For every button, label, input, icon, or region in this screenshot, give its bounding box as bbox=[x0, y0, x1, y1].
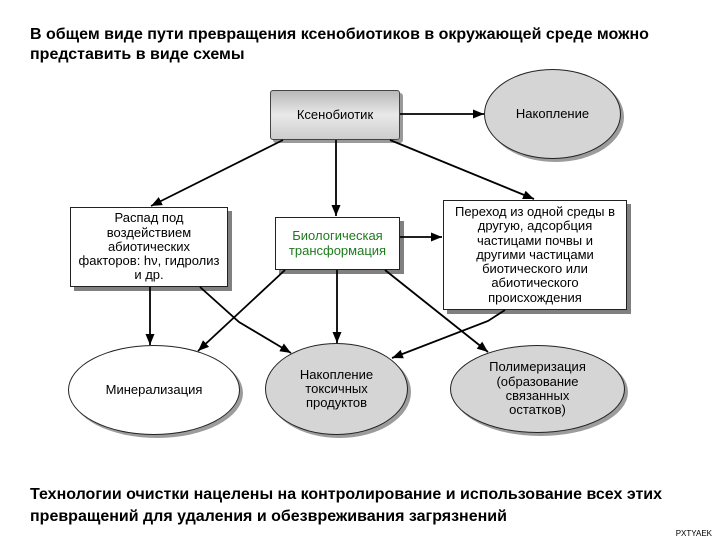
node-accumulation-label: Накопление bbox=[515, 105, 590, 121]
node-medium-transfer-label: Переход из одной среды в другую, адсорбц… bbox=[454, 203, 615, 305]
arrow-medium-transfer-to-toxic-products bbox=[391, 309, 506, 359]
footer-label: PXTYAEK bbox=[675, 529, 712, 538]
node-mineralization-label: Минерализация bbox=[105, 381, 203, 397]
node-toxic-products-accumulation: Накопление токсичных продуктов bbox=[265, 343, 408, 435]
slide-title: В общем виде пути превращения ксенобиоти… bbox=[30, 26, 649, 63]
node-biological-transformation-label: Биологическая трансформация bbox=[288, 228, 387, 258]
node-abiotic-decay: Распад под воздействием абиотических фак… bbox=[70, 207, 228, 287]
node-xenobiotic-label: Ксенобиотик bbox=[296, 106, 374, 122]
arrow-xenobiotic-to-abiotic-decay bbox=[150, 139, 284, 207]
node-abiotic-decay-label: Распад под воздействием абиотических фак… bbox=[78, 210, 220, 283]
node-medium-transfer: Переход из одной среды в другую, адсорбц… bbox=[443, 200, 627, 310]
slide-conclusion: Технологии очистки нацелены на контролир… bbox=[30, 486, 663, 525]
node-mineralization: Минерализация bbox=[68, 345, 240, 435]
node-toxic-products-accumulation-label: Накопление токсичных продуктов bbox=[299, 366, 374, 411]
node-biological-transformation: Биологическая трансформация bbox=[275, 217, 400, 270]
node-polymerization: Полимеризация (образование связанных ост… bbox=[450, 345, 625, 433]
arrow-abiotic-decay-to-toxic-products bbox=[199, 286, 292, 354]
node-accumulation: Накопление bbox=[484, 69, 621, 159]
node-polymerization-label: Полимеризация (образование связанных ост… bbox=[489, 359, 586, 418]
node-xenobiotic: Ксенобиотик bbox=[270, 90, 400, 140]
